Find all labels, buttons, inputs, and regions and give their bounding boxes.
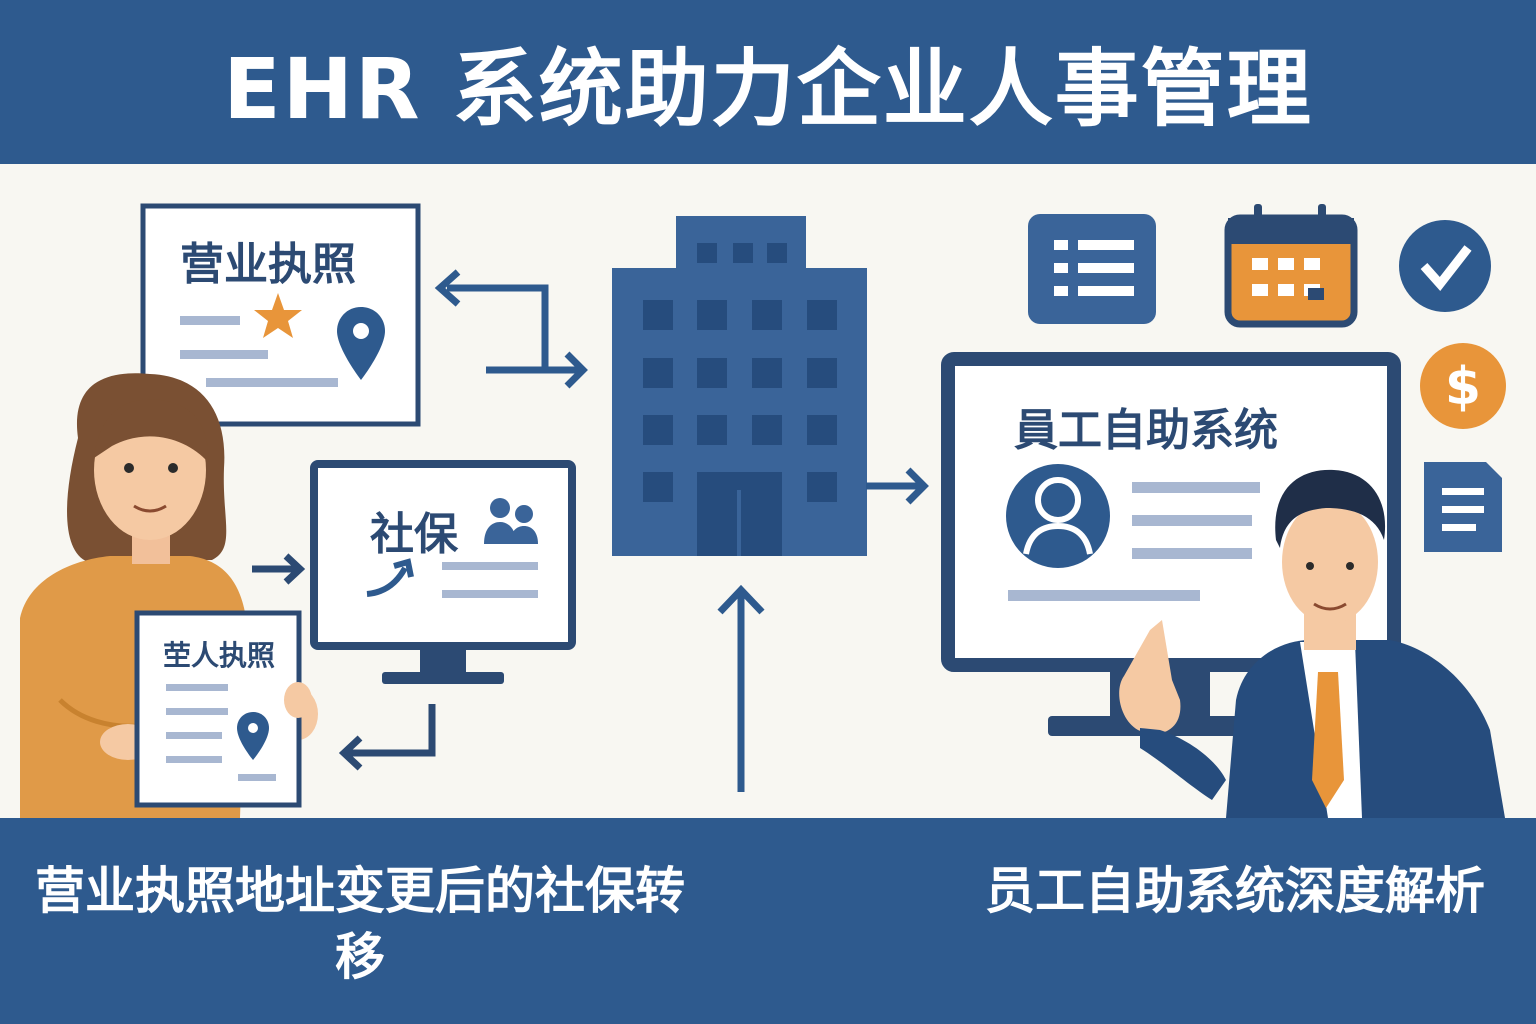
- svg-text:$: $: [1445, 357, 1481, 417]
- location-pin-icon: [337, 307, 385, 380]
- footer-caption-left: 营业执照地址变更后的社保转移: [35, 862, 685, 986]
- footer-banner: 营业执照地址变更后的社保转移 员工自助系统深度解析: [0, 818, 1536, 1024]
- return-arrow: [338, 704, 436, 771]
- page-title: EHR 系统助力企业人事管理: [223, 39, 1313, 138]
- people-icon: [484, 498, 538, 544]
- arrow-to-social: [252, 553, 306, 585]
- arrow-up: [717, 584, 765, 792]
- user-avatar-icon: [1006, 464, 1110, 568]
- business-license-card: [140, 203, 421, 427]
- license-card-title: 营业执照: [180, 239, 356, 290]
- star-icon: [254, 293, 302, 338]
- dollar-icon: $: [1420, 343, 1506, 429]
- social-security-monitor: [310, 460, 576, 684]
- location-pin-icon: [237, 712, 269, 760]
- arrow-to-self-service: [866, 467, 929, 505]
- office-building-icon: [612, 216, 867, 556]
- calendar-icon: [1224, 204, 1358, 328]
- exchange-arrows: [434, 269, 588, 389]
- document-icon: [1424, 462, 1502, 552]
- social-monitor-title: 社保: [370, 509, 458, 560]
- businessman-figure: [1119, 469, 1505, 818]
- footer-caption-right: 员工自助系统深度解析: [985, 862, 1485, 920]
- check-icon: [1399, 220, 1491, 312]
- list-icon: [1028, 214, 1156, 324]
- held-document-title: 茔人执照: [163, 639, 276, 672]
- header-banner: EHR 系统助力企业人事管理: [0, 0, 1536, 164]
- self-service-monitor-title: 員工自助系统: [1014, 405, 1278, 456]
- held-document: [134, 610, 312, 808]
